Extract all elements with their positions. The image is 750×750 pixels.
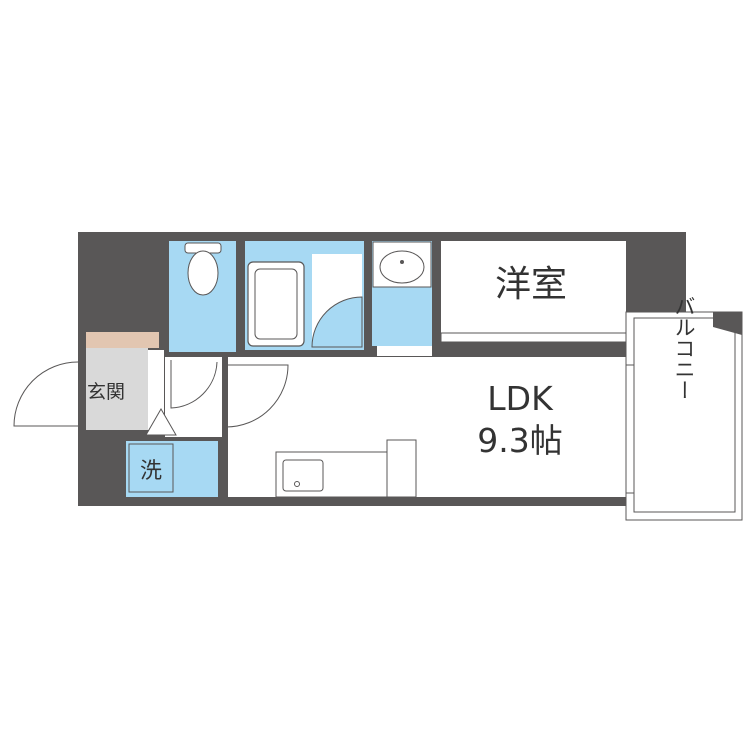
toilet-door-swing [170, 360, 218, 409]
western-room-closet-line [440, 332, 627, 343]
balcony-label: バルコニー [672, 296, 696, 401]
step-marker-icon [145, 407, 177, 436]
western-room-label: 洋室 [495, 264, 567, 305]
bathtub-inner [254, 268, 298, 340]
western-room-floor [441, 241, 626, 333]
entrance-label: 玄関 [87, 381, 125, 403]
ldk-door-swing [225, 364, 289, 428]
washroom-door [377, 346, 432, 356]
ldk-label: LDK [487, 379, 554, 418]
balcony-inner [633, 317, 736, 513]
sink-drain-icon [400, 260, 404, 264]
shoe-shelf [86, 332, 159, 348]
laundry-pan [128, 443, 174, 493]
ldk-size-label: 9.3帖 [477, 421, 562, 460]
laundry-label: 洗 [140, 459, 162, 484]
entrance-floor [86, 348, 148, 430]
kitchen-sink-icon [282, 459, 324, 492]
bathroom-door-swing [311, 296, 363, 348]
entrance-door-swing [13, 361, 79, 427]
balcony-corner-wall [713, 312, 742, 335]
toilet-bowl-icon [187, 250, 219, 296]
sink-icon [379, 250, 425, 284]
balcony-window [625, 364, 635, 494]
fridge-space [386, 439, 417, 498]
kitchen-drain-icon [294, 481, 300, 487]
corridor-floor [165, 357, 222, 437]
